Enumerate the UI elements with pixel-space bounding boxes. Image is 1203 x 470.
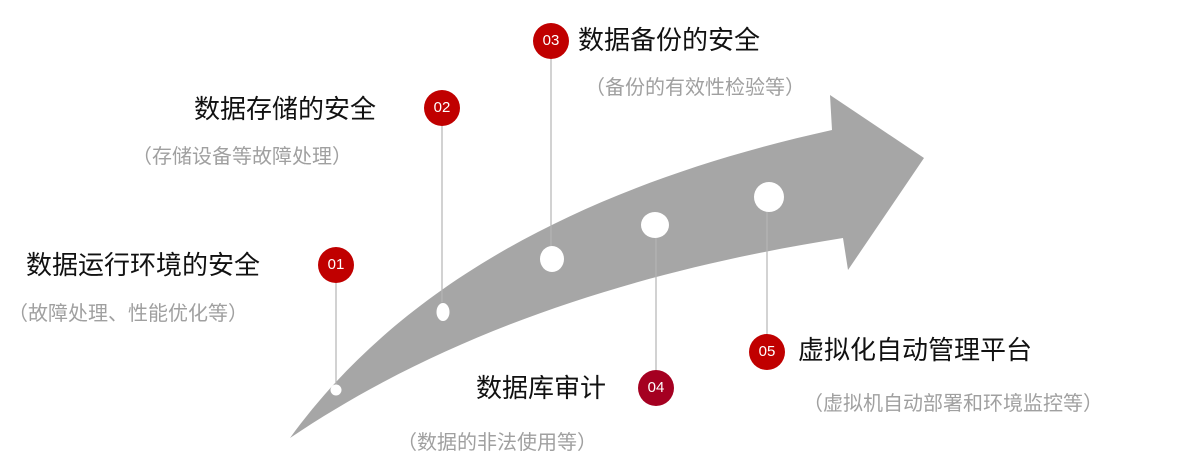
growth-arrow (290, 95, 924, 438)
milestone-dot-05 (754, 182, 784, 212)
connector-lines (335, 59, 768, 385)
item-04-badge: 04 (638, 370, 674, 406)
item-03-title: 数据备份的安全 (578, 26, 761, 56)
milestone-dot-02 (436, 303, 450, 321)
item-05-badge: 05 (749, 334, 785, 370)
milestone-dot-03 (540, 246, 564, 272)
item-03-subtitle: （备份的有效性检验等） (585, 75, 805, 99)
item-03-badge: 03 (533, 23, 569, 59)
item-05-subtitle: （虚拟机自动部署和环境监控等） (803, 391, 1103, 415)
milestone-dots (330, 182, 784, 396)
item-02-subtitle: （存储设备等故障处理） (132, 144, 352, 168)
item-04-subtitle: （数据的非法使用等） (397, 430, 597, 454)
item-05-title: 虚拟化自动管理平台 (798, 336, 1033, 366)
item-01-badge: 01 (318, 247, 354, 283)
item-01-title: 数据运行环境的安全 (26, 251, 261, 281)
item-02-title: 数据存储的安全 (194, 95, 377, 125)
item-01-subtitle: （故障处理、性能优化等） (8, 301, 248, 325)
milestone-dot-01 (330, 384, 342, 396)
item-02-badge: 02 (424, 90, 460, 126)
milestone-dot-04 (641, 212, 669, 238)
item-04-title: 数据库审计 (476, 374, 607, 404)
